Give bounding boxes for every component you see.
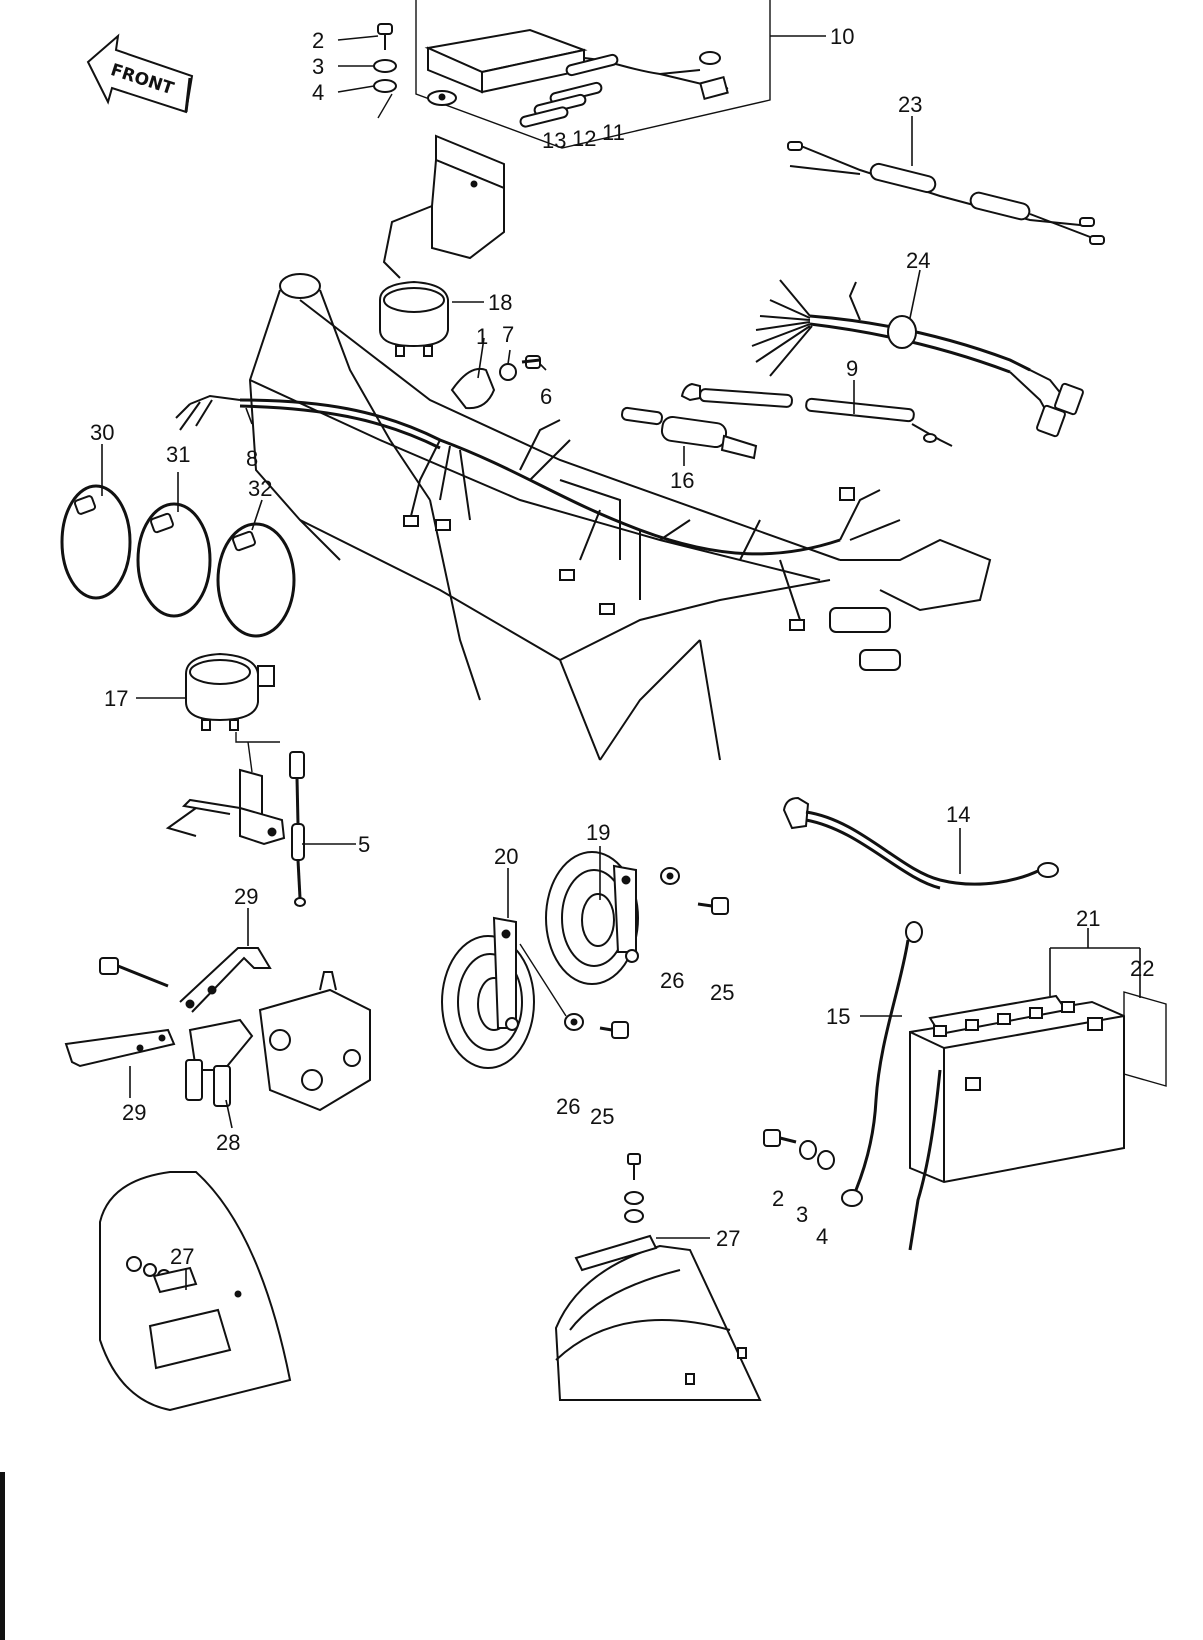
screw-set-lower: [763, 1129, 835, 1170]
callout-4-top: 4: [312, 80, 324, 105]
regulator-assembly: [415, 0, 771, 149]
callout-7: 7: [502, 322, 514, 347]
callout-5: 5: [358, 832, 370, 857]
callout-27-right: 27: [716, 1226, 740, 1251]
callout-4-bottom: 4: [816, 1224, 828, 1249]
callout-29-bottom: 29: [122, 1100, 146, 1125]
callout-3-top: 3: [312, 54, 324, 79]
callout-2-top: 2: [312, 28, 324, 53]
bracket-29-upper: [179, 947, 272, 1013]
battery-21: [908, 994, 1125, 1251]
bolt-25-lower: [599, 1021, 629, 1039]
callout-25-bottom: 25: [590, 1104, 614, 1129]
callout-1: 1: [476, 324, 488, 349]
callout-9: 9: [846, 356, 858, 381]
callout-19: 19: [586, 820, 610, 845]
relay-18: [379, 280, 449, 357]
screw-set-top: [373, 23, 397, 119]
battery-cable-14: [782, 796, 1059, 890]
bolt-25-upper: [697, 897, 729, 915]
callout-21: 21: [1076, 906, 1100, 931]
rear-fender: [554, 1244, 762, 1401]
callout-16: 16: [670, 468, 694, 493]
callout-28: 28: [216, 1130, 240, 1155]
callout-25-top: 25: [710, 980, 734, 1005]
callout-14: 14: [946, 802, 970, 827]
callout-labels: 2 3 4 10 13 12 11 23 24 18 1 7 6 9 30 31…: [90, 24, 1154, 1269]
band-30: [60, 484, 132, 600]
bracket-28: [185, 1018, 254, 1107]
relay-17: [185, 652, 280, 773]
callout-11: 11: [602, 120, 625, 145]
callout-2-bottom: 2: [772, 1186, 784, 1211]
cable-16: [621, 406, 758, 460]
mounting-bracket: [382, 134, 505, 279]
horn-19: [545, 851, 639, 985]
bolt-29: [99, 957, 169, 988]
horn-20: [441, 916, 567, 1069]
leader-lines: [101, 35, 1141, 1290]
main-harness-8: [175, 394, 901, 631]
side-cover: [99, 1171, 292, 1412]
clamp-and-bolt: [450, 355, 541, 410]
cable-9: [680, 382, 953, 447]
rod-5: [289, 751, 306, 907]
bracket-29-lower: [64, 1028, 176, 1068]
harness-23: [787, 141, 1105, 245]
battery-cable-15: [841, 921, 923, 1207]
bolt-set-27-right: [574, 1153, 658, 1272]
motorcycle-frame: [248, 273, 992, 761]
callout-13: 13: [542, 128, 566, 153]
callout-26-bottom: 26: [556, 1094, 580, 1119]
callout-32: 32: [248, 476, 272, 501]
front-arrow-icon: FRONT: [86, 33, 194, 114]
callout-23: 23: [898, 92, 922, 117]
band-31: [136, 502, 212, 618]
callout-30: 30: [90, 420, 114, 445]
washer-26-upper: [660, 867, 680, 885]
callout-18: 18: [488, 290, 512, 315]
callout-3-bottom: 3: [796, 1202, 808, 1227]
callout-10: 10: [830, 24, 854, 49]
callout-15: 15: [826, 1004, 850, 1029]
callout-26-top: 26: [660, 968, 684, 993]
callout-6: 6: [540, 384, 552, 409]
callout-31: 31: [166, 442, 190, 467]
band-32: [216, 522, 296, 638]
callout-12: 12: [572, 126, 596, 151]
callout-27-left: 27: [170, 1244, 194, 1269]
page-edge-bar: [0, 1472, 5, 1640]
harness-24: [751, 279, 1084, 438]
callout-24: 24: [906, 248, 930, 273]
callout-8: 8: [246, 446, 258, 471]
mount-block: [258, 971, 371, 1112]
washer-26-lower: [564, 1013, 584, 1031]
callout-29-top: 29: [234, 884, 258, 909]
bracket-17: [165, 768, 286, 846]
callout-20: 20: [494, 844, 518, 869]
label-22: [1123, 991, 1167, 1087]
callout-22: 22: [1130, 956, 1154, 981]
callout-17: 17: [104, 686, 128, 711]
